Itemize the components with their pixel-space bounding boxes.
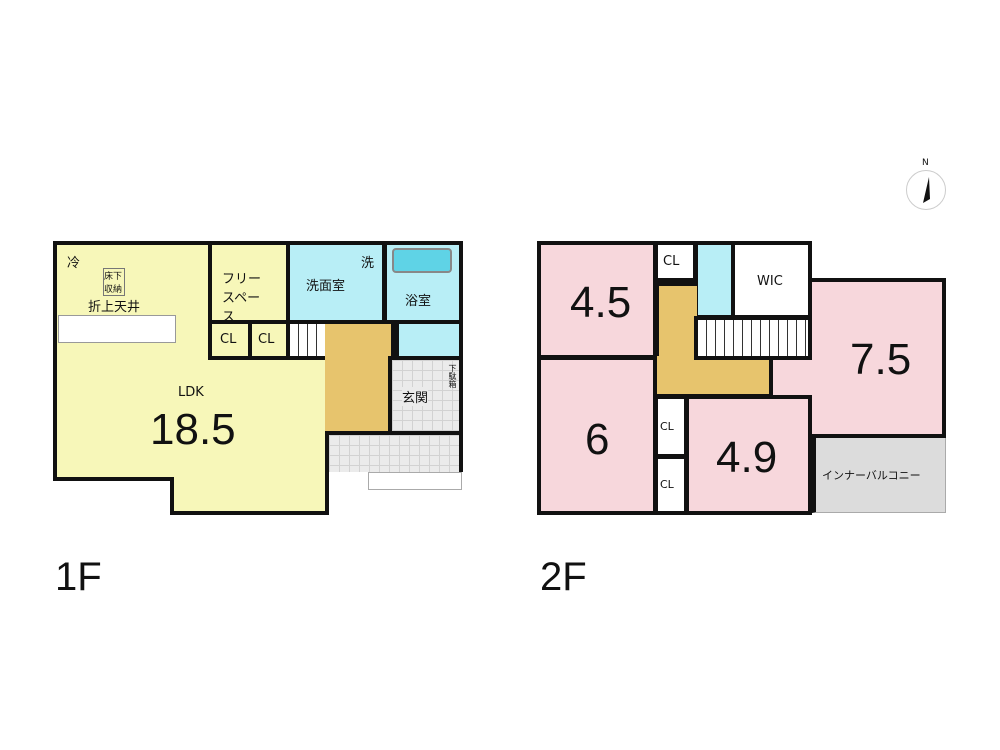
bathtub-icon [392, 248, 452, 273]
north-arrow-icon [923, 177, 930, 203]
compass [906, 170, 946, 210]
entrance-label: 玄関 [402, 387, 429, 406]
bath-label: 浴室 [405, 294, 432, 309]
wall [53, 241, 210, 245]
bedroom-6 [537, 356, 657, 515]
ceiling-label: 折上天井 [88, 300, 141, 315]
closet-label: CL [220, 332, 237, 347]
room-size: 6 [585, 415, 610, 464]
stairs [694, 316, 812, 360]
hallway [655, 356, 773, 398]
ldk-area [55, 243, 327, 480]
ldk-area-lower [170, 470, 327, 514]
closet-label: CL [660, 478, 674, 491]
toilet [395, 320, 463, 360]
closet-label: CL [663, 254, 680, 269]
balcony-label: インナーバルコニー [822, 469, 921, 482]
floor-2-label: 2F [540, 555, 587, 599]
room-size: 4.9 [716, 433, 778, 482]
kitchen-counter [58, 315, 176, 343]
compass-north-label: N [922, 158, 929, 168]
wall [53, 241, 57, 481]
shoe-box-label: 下駄箱 [448, 364, 457, 388]
wall [170, 477, 174, 514]
free-space-label: フリースペース [222, 272, 262, 325]
wall [325, 355, 329, 515]
bedroom-4-9 [685, 395, 812, 515]
bedroom-7-5-nook [770, 358, 812, 396]
step [368, 472, 462, 490]
closet-label: CL [258, 332, 275, 347]
underfloor-storage-label: 床下収納 [103, 268, 125, 296]
toilet [694, 241, 735, 319]
washroom-label: 洗面室 [306, 279, 346, 294]
porch [329, 435, 463, 472]
washer-label: 洗 [361, 256, 375, 271]
ldk-label: LDK [178, 385, 204, 400]
wic-label: WIC [757, 274, 783, 289]
inner-balcony [812, 438, 946, 513]
wall [170, 511, 328, 515]
closet-label: CL [660, 420, 674, 433]
room-size: 7.5 [850, 335, 912, 384]
hallway [325, 320, 395, 435]
wall [53, 477, 173, 481]
room-size: 4.5 [570, 278, 632, 327]
ldk-size: 18.5 [150, 405, 236, 454]
floor-1-label: 1F [55, 555, 102, 599]
fridge-label: 冷 [67, 256, 81, 271]
